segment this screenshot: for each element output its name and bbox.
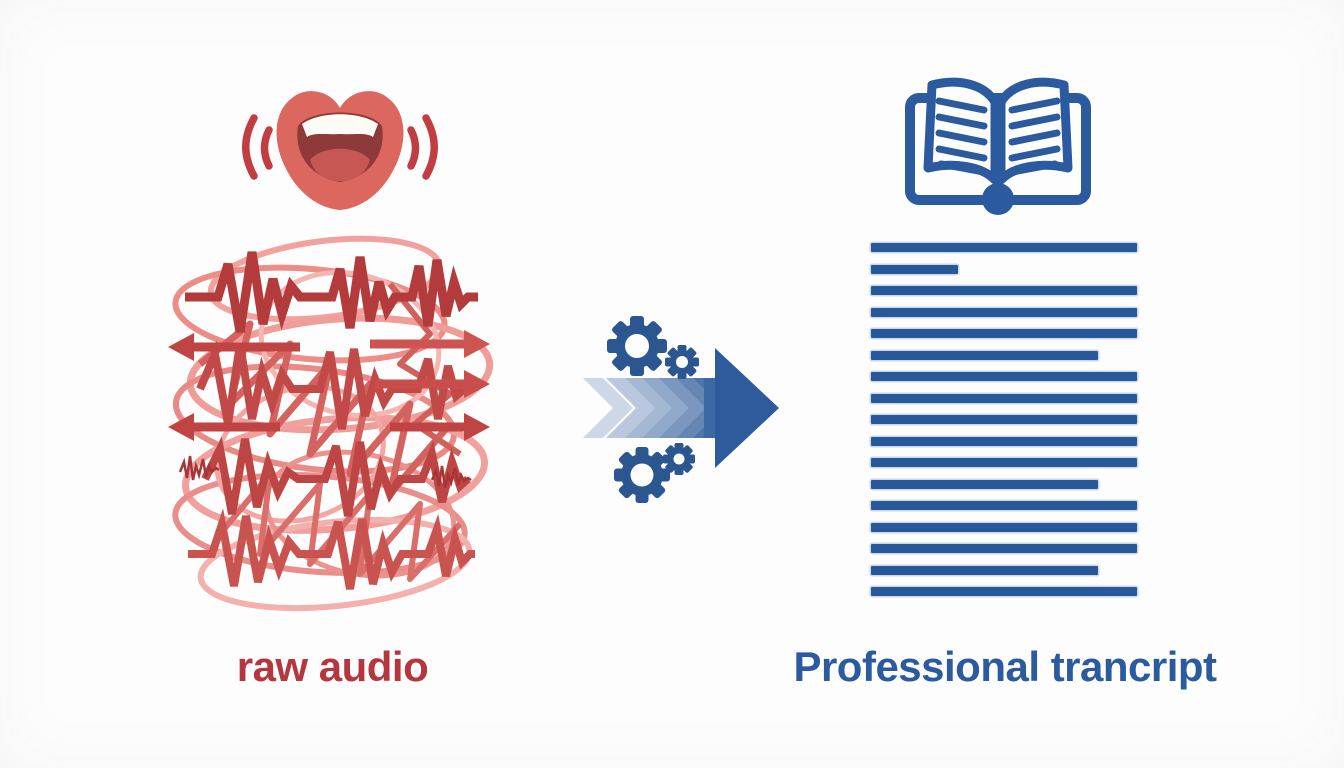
sound-arc-right-inner [407, 126, 420, 170]
transcript-line [871, 372, 1137, 381]
transcript-line [871, 479, 1098, 489]
gear-icon-bottom-large [614, 447, 670, 503]
transcript-text-lines [871, 243, 1137, 609]
transcript-line [871, 350, 1098, 360]
raw-audio-label: raw audio [236, 643, 429, 690]
transcript-paragraph [871, 243, 1137, 424]
arrow-left-2 [168, 413, 280, 441]
transcript-line [871, 436, 1137, 446]
transcript-line [871, 243, 1137, 252]
mini-squiggle-right [430, 465, 472, 489]
transcript-line [871, 286, 1137, 295]
gear-icon-top-small [665, 345, 699, 379]
arrow-right-1 [370, 330, 490, 358]
mini-squiggle-left [178, 455, 220, 481]
transcript-line [871, 329, 1137, 338]
arrow-right-3 [390, 413, 490, 441]
open-book-icon [905, 77, 1091, 215]
sound-arc-left-inner [260, 126, 273, 170]
arrow-right-2 [375, 370, 490, 398]
arrow-head [715, 348, 779, 468]
transcript-line [871, 393, 1137, 403]
process-arrow-icon [583, 316, 779, 503]
transcript-paragraph [871, 436, 1137, 596]
transcript-line [871, 501, 1137, 510]
waveform-lines [178, 251, 478, 590]
transcript-line [871, 458, 1137, 467]
waveform-bottom [188, 508, 475, 590]
transcript-line [871, 522, 1137, 532]
arrow-left-1 [168, 333, 300, 361]
direction-arrows [168, 330, 490, 441]
speaking-mouth-icon [242, 91, 438, 210]
transcript-line [871, 544, 1137, 553]
transcript-line [871, 587, 1137, 596]
waveform-top [185, 251, 478, 333]
tongue [310, 148, 370, 181]
raw-audio-scribble [168, 235, 494, 612]
transcript-line [871, 264, 958, 274]
book-spine-bottom [982, 183, 1014, 215]
transcript-line [871, 565, 1098, 575]
teeth [302, 114, 378, 137]
sound-arc-right-outer [422, 114, 438, 180]
gear-icon-top-large [607, 316, 667, 376]
book-page-lines [935, 97, 1061, 176]
transcript-line [871, 307, 1137, 317]
professional-transcript-label: Professional trancript [793, 643, 1217, 690]
sound-wave-arcs [242, 114, 438, 180]
gear-icon-bottom-small [663, 443, 695, 475]
waveform-mid1 [196, 340, 467, 430]
transcript-line [871, 415, 1137, 424]
sound-arc-left-outer [242, 114, 258, 180]
